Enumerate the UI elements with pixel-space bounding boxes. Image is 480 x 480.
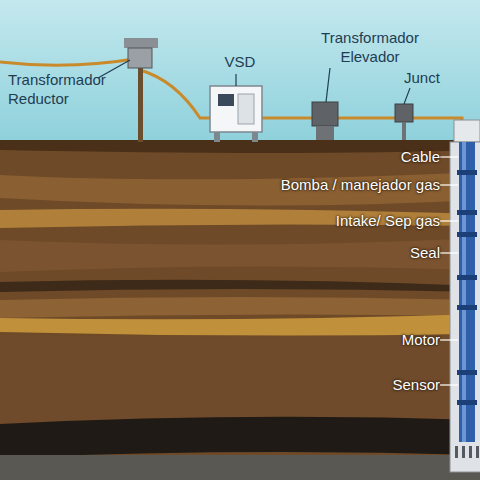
vsd-display [218,94,234,106]
vsd-label: VSD [220,52,260,71]
part-label: Seal [410,243,440,262]
leader-line [326,68,330,102]
step-up-transformer [312,102,338,126]
esp-string [459,142,475,442]
transformer-label: Transformador Elevador [306,28,434,66]
leader-lines [440,157,458,385]
vsd-foot [252,132,258,142]
part-label: Motor [402,330,440,349]
well-casing [450,142,480,472]
junction-box [395,104,413,122]
layer [0,417,480,458]
junction-post [402,122,406,140]
crossarm [124,38,158,48]
part-label: Intake/ Sep gas [336,211,440,230]
sky [0,0,480,142]
part-label: Sensor [392,375,440,394]
wellhead [454,120,480,142]
perforations [455,446,479,458]
layer [0,297,480,318]
junction-label: Junct [404,68,480,87]
leader-line [235,74,236,86]
layer [0,280,480,292]
transformer-base [316,126,334,140]
vsd-cabinet [210,86,262,132]
section-joints [457,170,477,405]
layer [0,172,480,206]
part-label: Cable [401,147,440,166]
highlight [462,142,466,442]
transformer-label: Transformador Reductor [8,70,128,108]
bedrock [0,455,480,480]
part-label: Bomba / manejador gas [281,175,440,194]
layer [0,238,480,272]
leader-line [404,88,410,104]
vsd-panel [238,94,254,124]
step-down-transformer [128,48,152,68]
ground [0,140,480,480]
vsd-foot [214,132,220,142]
